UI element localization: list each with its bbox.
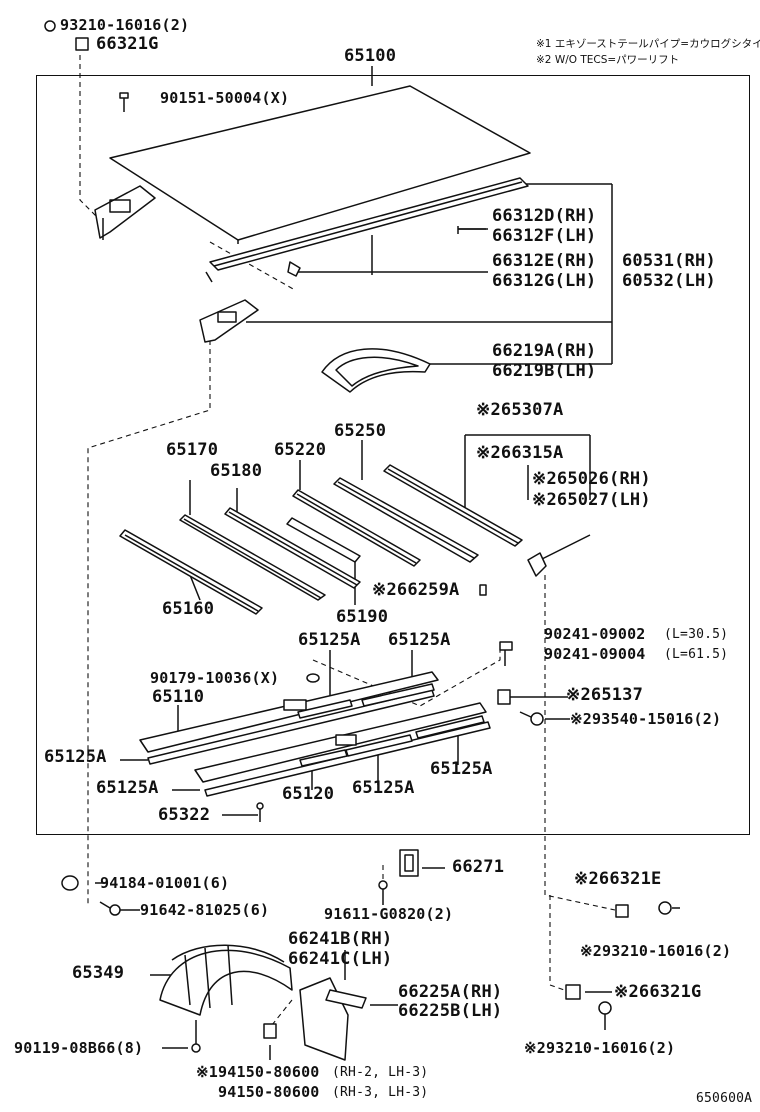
label-65100: 65100 <box>344 46 397 66</box>
dashed-guides <box>79 55 616 1031</box>
label-66312G: 66312G(LH) <box>492 271 597 291</box>
label-66321G-low: ※266321G <box>614 982 702 1002</box>
label-94150-b-note: (RH-3, LH-3) <box>332 1085 429 1100</box>
mudflap-66241 <box>263 977 367 1061</box>
label-66312D: 66312D(RH) <box>492 206 597 226</box>
label-90241-b-length: (L=61.5) <box>664 647 729 662</box>
label-90241-b: 90241-09004 <box>544 645 646 663</box>
label-65170: 65170 <box>166 440 219 460</box>
label-65137: ※265137 <box>566 685 644 705</box>
leader-lines <box>95 66 680 1060</box>
label-65307A: ※265307A <box>476 400 564 420</box>
label-66219A: 66219A(RH) <box>492 341 597 361</box>
nut-90179 <box>306 673 320 683</box>
pin-66259A <box>479 584 487 596</box>
label-65125A-5: 65125A <box>96 778 159 798</box>
label-65110: 65110 <box>152 687 205 707</box>
label-94150-a: ※194150-80600 <box>196 1063 320 1081</box>
diagram-frame <box>36 75 750 835</box>
label-65125A-6: 65125A <box>352 778 415 798</box>
label-65190: 65190 <box>336 607 389 627</box>
label-93210-bottom: ※293210-16016(2) <box>524 1039 676 1057</box>
label-90119: 90119-08B66(8) <box>14 1039 144 1057</box>
label-66315A: ※266315A <box>476 443 564 463</box>
label-90241-a-length: (L=30.5) <box>664 627 729 642</box>
label-66321E: ※266321E <box>574 869 662 889</box>
label-90241-a: 90241-09002 <box>544 625 646 643</box>
lock-65026 <box>527 552 547 577</box>
clip-66312E <box>287 261 301 277</box>
label-60531: 60531(RH) <box>622 251 716 271</box>
label-65125A-3: 65125A <box>44 747 107 767</box>
label-94184: 94184-01001(6) <box>100 874 230 892</box>
hinge-bracket-lower <box>199 299 259 343</box>
hardware-65137 <box>497 689 544 726</box>
label-91642: 91642-81025(6) <box>140 901 270 919</box>
rail-65110 <box>139 671 439 765</box>
label-65120: 65120 <box>282 784 335 804</box>
cover-panel <box>109 85 531 244</box>
slat-65190 <box>286 517 361 563</box>
slat-65250 <box>333 477 479 563</box>
screw-65322 <box>256 802 264 822</box>
label-65250: 65250 <box>334 421 387 441</box>
hardware-top <box>44 20 129 112</box>
bolt-90241 <box>499 641 513 666</box>
label-93210-16016-top: 93210-16016(2) <box>60 16 190 34</box>
label-90179: 90179-10036(X) <box>150 669 280 687</box>
label-65180: 65180 <box>210 461 263 481</box>
label-66225B: 66225B(LH) <box>398 1001 503 1021</box>
side-rail <box>205 177 529 283</box>
label-65125A-2: 65125A <box>388 630 451 650</box>
label-94150-b: 94150-80600 <box>218 1083 320 1101</box>
slat-65160 <box>119 529 263 615</box>
label-93540: ※293540-15016(2) <box>570 710 722 728</box>
fender-65349 <box>159 944 293 1053</box>
hinge-bracket-upper <box>94 185 156 240</box>
label-90151: 90151-50004(X) <box>160 89 290 107</box>
label-93210-mid: ※293210-16016(2) <box>580 942 732 960</box>
label-65220: 65220 <box>274 440 327 460</box>
label-66271: 66271 <box>452 857 505 877</box>
label-65027: ※265027(LH) <box>532 490 651 510</box>
label-65125A-1: 65125A <box>298 630 361 650</box>
label-66259A: ※266259A <box>372 580 460 600</box>
label-65349: 65349 <box>72 963 125 983</box>
slat-65307A <box>383 464 523 547</box>
label-66312F: 66312F(LH) <box>492 226 597 246</box>
label-66312E: 66312E(RH) <box>492 251 597 271</box>
note-1: ※1 エキゾーストテールパイプ=カウログシタイプ <box>536 38 760 50</box>
label-66219B: 66219B(LH) <box>492 361 597 381</box>
label-66321G-top: 66321G <box>96 34 159 54</box>
label-60532: 60532(LH) <box>622 271 716 291</box>
label-65322: 65322 <box>158 805 211 825</box>
seal-frame <box>321 348 431 393</box>
figure-code: 650600A <box>696 1091 753 1106</box>
rail-65120 <box>194 702 491 797</box>
label-94150-a-note: (RH-2, LH-3) <box>332 1065 429 1080</box>
pin-66312 <box>457 226 486 234</box>
label-66225A: 66225A(RH) <box>398 982 503 1002</box>
slat-65180 <box>224 507 361 589</box>
label-91611: 91611-G0820(2) <box>324 905 454 923</box>
label-66241B: 66241B(RH) <box>288 929 393 949</box>
label-66241C: 66241C(LH) <box>288 949 393 969</box>
label-65160: 65160 <box>162 599 215 619</box>
slat-65220 <box>292 489 421 567</box>
slat-65170 <box>179 514 326 601</box>
hardware-lower <box>61 849 672 1030</box>
label-65125A-4: 65125A <box>430 759 493 779</box>
note-2: ※2 W/O TECS=パワーリフト <box>536 54 680 66</box>
label-65026: ※265026(RH) <box>532 469 651 489</box>
